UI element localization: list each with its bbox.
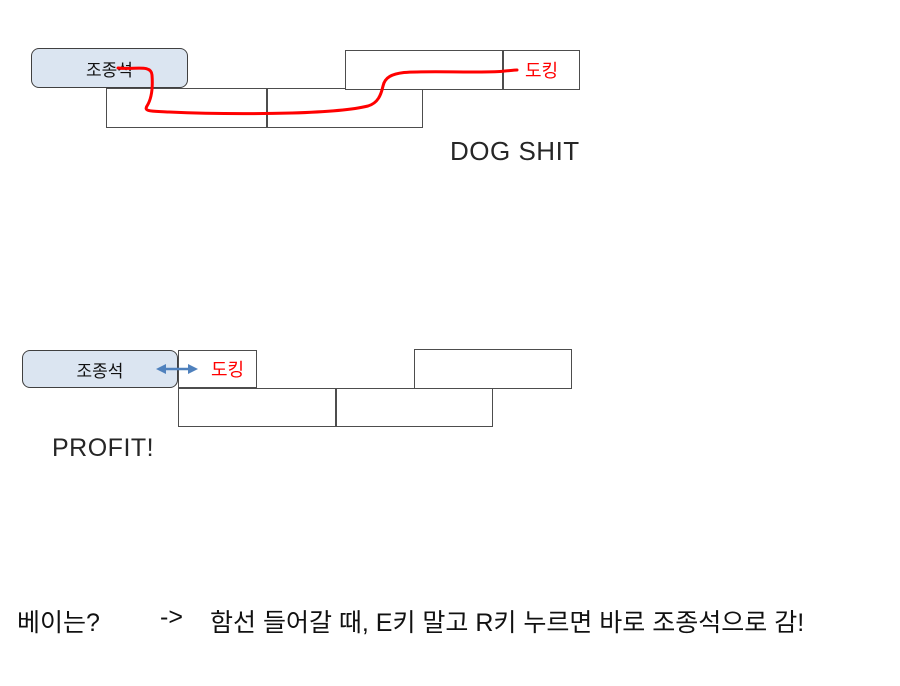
module-divider	[266, 88, 268, 128]
footer-answer: 함선 들어갈 때, E키 말고 R키 누르면 바로 조종석으로 감!	[210, 609, 805, 637]
bottom-cockpit-box: 조종석	[22, 350, 178, 388]
cockpit-label: 조종석	[86, 60, 133, 80]
top-docking-row: 도킹	[345, 50, 580, 90]
top-ship-module-row	[106, 88, 423, 128]
docking-cell: 도킹	[502, 51, 581, 89]
module-divider	[335, 388, 337, 427]
docking-label: 도킹	[210, 360, 245, 380]
top-cockpit-box: 조종석	[31, 48, 188, 88]
bottom-right-module	[414, 349, 572, 389]
docking-label: 도킹	[524, 61, 559, 81]
bottom-docking-cell: 도킹	[178, 350, 257, 388]
bottom-caption: PROFIT!	[52, 434, 155, 462]
bottom-ship-module-row	[178, 388, 493, 427]
footer-arrow-text: ->	[160, 603, 183, 631]
cockpit-label: 조종석	[76, 361, 124, 381]
footer-question: 베이는?	[17, 609, 100, 637]
top-caption: DOG SHIT	[450, 136, 580, 166]
